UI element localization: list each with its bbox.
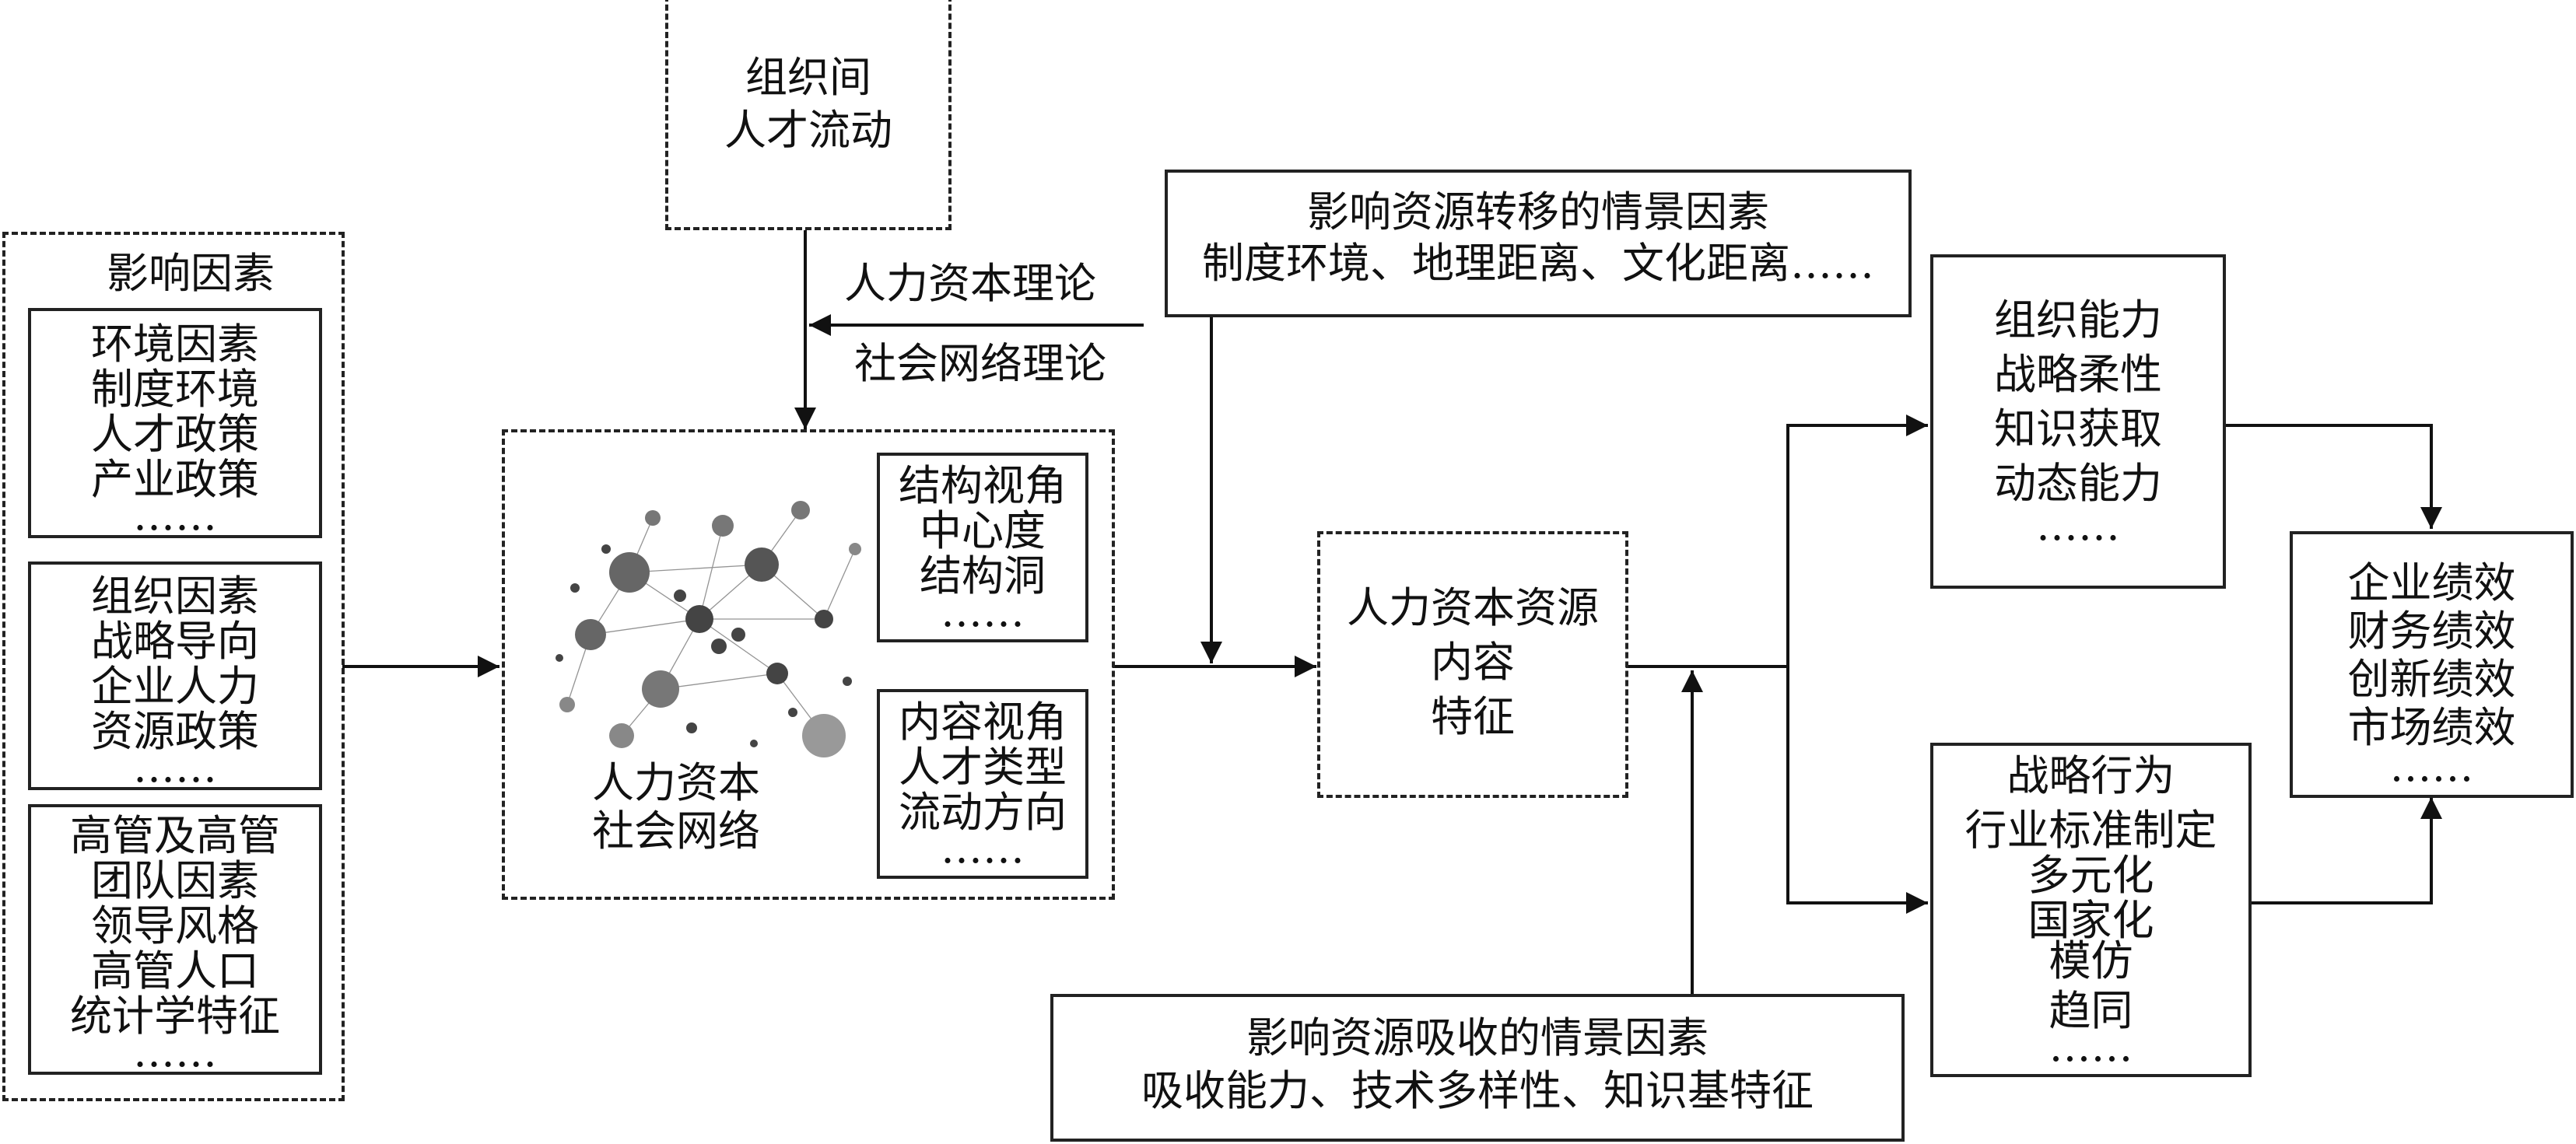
environment-factors-box: 环境因素 制度环境 人才政策 产业政策 …… [28,308,322,538]
capability-ellipsis: …… [2036,501,2120,550]
content-item: 人才类型 [899,743,1067,792]
structure-item: 结构视角 [899,461,1067,510]
transfer-context-box: 影响资源转移的情景因素 制度环境、地理距离、文化距离…… [1165,170,1912,317]
resources-line-1: 人力资本资源 [1347,583,1599,632]
executive-factors-box: 高管及高管 团队因素 领导风格 高管人口 统计学特征 …… [28,804,322,1075]
structure-item: 结构洞 [920,551,1046,600]
organizational-capability-box: 组织能力 战略柔性 知识获取 动态能力 …… [1930,254,2226,589]
social-network-theory-label: 社会网络理论 [854,339,1106,388]
factor-item: 高管人口 [91,946,259,995]
factor-item: 统计学特征 [70,992,280,1041]
capability-item: 组织能力 [1994,296,2162,345]
transfer-context-detail: 制度环境、地理距离、文化距离…… [1202,239,1874,288]
capability-item: 知识获取 [1994,404,2162,453]
talent-flow-box: 组织间 人才流动 [665,0,952,230]
behavior-item: 行业标准制定 [1964,806,2217,855]
content-perspective-box: 内容视角 人才类型 流动方向 …… [877,689,1088,879]
behavior-item: 国家化 [2028,896,2154,945]
factor-ellipsis: …… [133,491,217,540]
content-item: 内容视角 [899,698,1067,747]
factor-item: 制度环境 [91,365,259,414]
organization-factors-box: 组织因素 战略导向 企业人力 资源政策 …… [28,562,322,790]
structure-perspective-box: 结构视角 中心度 结构洞 …… [877,453,1088,642]
factor-item: 人才政策 [91,410,259,459]
performance-item: 财务绩效 [2347,607,2516,656]
firm-performance-box: 企业绩效 财务绩效 创新绩效 市场绩效 …… [2290,531,2574,798]
factor-item: 环境因素 [91,320,259,369]
network-graph-image [556,501,861,757]
absorb-context-box: 影响资源吸收的情景因素 吸收能力、技术多样性、知识基特征 [1050,994,1905,1142]
factor-item: 企业人力 [91,662,259,711]
resources-line-2: 内容 [1431,638,1515,687]
capability-item: 战略柔性 [1994,350,2162,399]
performance-ellipsis: …… [2389,742,2474,791]
factor-item: 领导风格 [91,901,259,950]
content-item: 流动方向 [899,788,1067,837]
talent-flow-line-1: 组织间 [745,53,871,102]
performance-item: 创新绩效 [2347,655,2516,704]
strategic-behavior-box: 战略行为 行业标准制定 多元化 国家化 模仿 趋同 …… [1930,743,2252,1077]
factors-title: 影响因素 [107,249,275,298]
performance-item: 市场绩效 [2347,703,2516,752]
network-label-line-1: 人力资本 [592,758,760,807]
factor-item: 战略导向 [91,617,259,666]
behavior-item: 模仿 [2049,936,2133,985]
behavior-item: 多元化 [2028,851,2154,900]
capability-item: 动态能力 [1994,459,2162,508]
factor-item: 资源政策 [91,707,259,756]
factor-ellipsis: …… [133,743,217,792]
factor-item: 产业政策 [91,455,259,504]
absorb-context-detail: 吸收能力、技术多样性、知识基特征 [1141,1066,1814,1115]
performance-item: 企业绩效 [2347,558,2516,607]
factor-item: 团队因素 [91,856,259,905]
content-ellipsis: …… [941,824,1025,873]
human-capital-theory-label: 人力资本理论 [844,259,1096,308]
absorb-context-title: 影响资源吸收的情景因素 [1246,1013,1709,1062]
network-label-line-2: 社会网络 [592,806,760,855]
human-capital-resources-box: 人力资本资源 内容 特征 [1317,531,1628,798]
structure-ellipsis: …… [941,587,1025,636]
influencing-factors-box: 影响因素 环境因素 制度环境 人才政策 产业政策 …… 组织因素 战略导向 企业… [2,232,345,1101]
transfer-context-title: 影响资源转移的情景因素 [1307,187,1769,236]
talent-flow-line-2: 人才流动 [724,106,892,155]
structure-item: 中心度 [920,506,1046,555]
behavior-ellipsis: …… [2049,1022,2133,1071]
behavior-item: 趋同 [2049,986,2133,1035]
factor-ellipsis: …… [133,1027,217,1076]
behavior-item: 战略行为 [2006,751,2175,800]
resources-line-3: 特征 [1431,692,1515,741]
factor-item: 高管及高管 [70,811,280,860]
human-capital-network-box: 人力资本 社会网络 结构视角 中心度 结构洞 …… 内容视角 人才类型 流动方向… [502,429,1115,900]
factor-item: 组织因素 [91,572,259,621]
